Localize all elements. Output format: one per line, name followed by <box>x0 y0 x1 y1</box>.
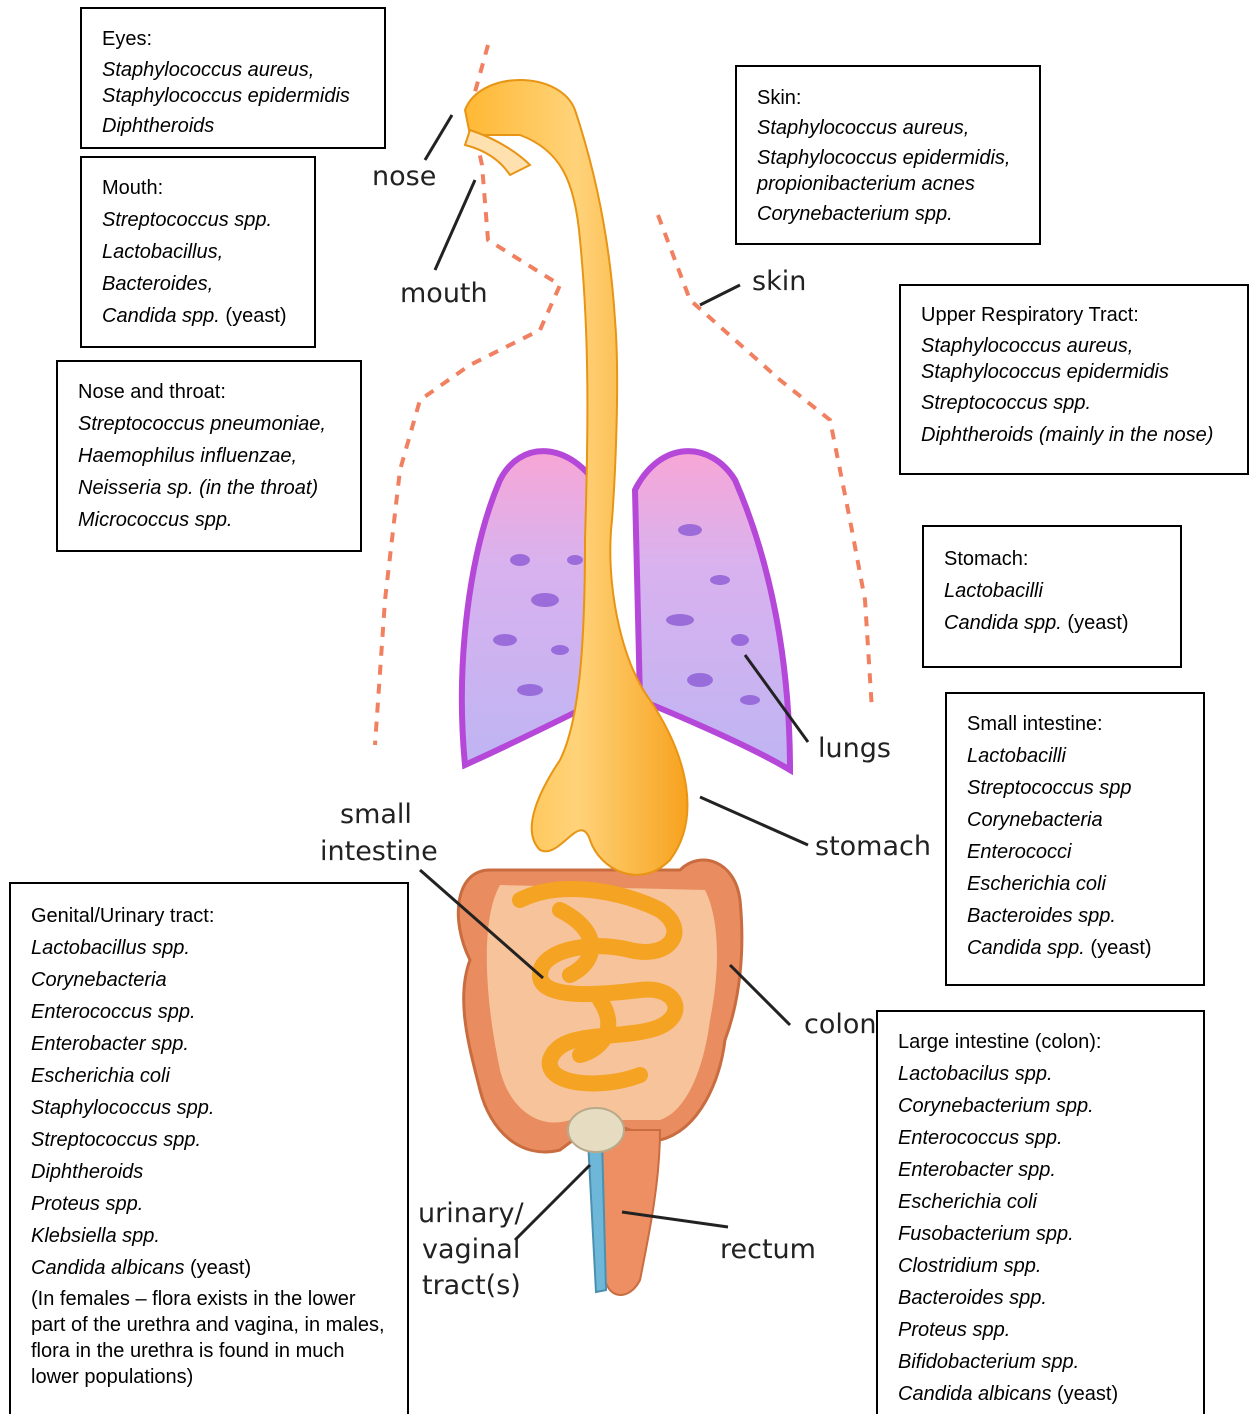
large-int-item: Enterobacter spp. <box>898 1154 1183 1186</box>
genital-item: Streptococcus spp. <box>31 1124 387 1156</box>
large-int-item: Fusobacterium spp. <box>898 1218 1183 1250</box>
genital-item: Corynebacteria <box>31 964 387 996</box>
nose-throat-item: Micrococcus spp. <box>78 504 340 536</box>
label-nose: nose <box>372 161 436 192</box>
skin-box: Skin: Staphylococcus aureus, Staphylococ… <box>735 65 1041 245</box>
genital-last-plain: (yeast) <box>184 1257 251 1279</box>
genital-item: Escherichia coli <box>31 1060 387 1092</box>
upper-resp-item: Diphtheroids (mainly in the nose) <box>921 420 1227 450</box>
mouth-item: Lactobacillus, <box>102 236 294 268</box>
nose-throat-box: Nose and throat: Streptococcus pneumonia… <box>56 360 362 552</box>
label-urinary: urinary/ <box>418 1198 524 1229</box>
upper-resp-title: Upper Respiratory Tract: <box>921 300 1227 330</box>
label-rectum: rectum <box>720 1234 816 1265</box>
large-int-item: Enterococcus spp. <box>898 1122 1183 1154</box>
small-int-item: Streptococcus spp <box>967 772 1183 804</box>
genital-item: Enterococcus spp. <box>31 996 387 1028</box>
label-skin: skin <box>752 266 806 297</box>
label-lungs: lungs <box>818 733 891 764</box>
stomach-last-italic: Candida spp. <box>944 612 1062 634</box>
eyes-item: Staphylococcus epidermidis <box>102 84 364 109</box>
small-int-item: Escherichia coli <box>967 868 1183 900</box>
label-colon: colon <box>804 1009 877 1040</box>
large-int-item: Escherichia coli <box>898 1186 1183 1218</box>
skin-item: Staphylococcus epidermidis, <box>757 143 1019 173</box>
mouth-title: Mouth: <box>102 172 294 204</box>
mouth-box: Mouth: Streptococcus spp. Lactobacillus,… <box>80 156 316 348</box>
genital-item: Diphtheroids <box>31 1156 387 1188</box>
label-vaginal: vaginal <box>422 1234 520 1265</box>
label-mouth: mouth <box>400 278 488 309</box>
upper-resp-item: Streptococcus spp. <box>921 388 1227 418</box>
genital-title: Genital/Urinary tract: <box>31 900 387 932</box>
mouth-last-italic: Candida spp. <box>102 305 220 327</box>
small-int-item: Bacteroides spp. <box>967 900 1183 932</box>
upper-respiratory-box: Upper Respiratory Tract: Staphylococcus … <box>899 284 1249 475</box>
large-int-item: Clostridium spp. <box>898 1250 1183 1282</box>
nose-throat-item: Haemophilus influenzae, <box>78 440 340 472</box>
genital-last-italic: Candida albicans <box>31 1257 184 1279</box>
label-intestine: intestine <box>320 836 438 867</box>
stomach-box: Stomach: Lactobacilli Candida spp. (yeas… <box>922 525 1182 668</box>
genital-urinary-box: Genital/Urinary tract: Lactobacillus spp… <box>9 882 409 1414</box>
nose-throat-item: Neisseria sp. (in the throat) <box>78 472 340 504</box>
small-int-item: Lactobacilli <box>967 740 1183 772</box>
small-int-last-italic: Candida spp. <box>967 937 1085 959</box>
nose-throat-title: Nose and throat: <box>78 376 340 408</box>
stomach-item-last: Candida spp. (yeast) <box>944 607 1160 639</box>
mouth-item: Bacteroides, <box>102 268 294 300</box>
large-int-last-italic: Candida albicans <box>898 1383 1051 1405</box>
genital-item: Lactobacillus spp. <box>31 932 387 964</box>
label-stomach: stomach <box>815 831 931 862</box>
eyes-box: Eyes: Staphylococcus aureus, Staphylococ… <box>80 7 386 149</box>
small-intestine-box: Small intestine: Lactobacilli Streptococ… <box>945 692 1205 986</box>
large-int-item: Bacteroides spp. <box>898 1282 1183 1314</box>
large-int-item: Lactobacilus spp. <box>898 1058 1183 1090</box>
small-int-last-plain: (yeast) <box>1085 937 1152 959</box>
small-int-item: Corynebacteria <box>967 804 1183 836</box>
mouth-item-last: Candida spp. (yeast) <box>102 300 294 332</box>
large-int-item: Corynebacterium spp. <box>898 1090 1183 1122</box>
skin-item: Corynebacterium spp. <box>757 199 1019 229</box>
genital-item: Proteus spp. <box>31 1188 387 1220</box>
genital-note: (In females – flora exists in the lower … <box>31 1286 387 1390</box>
genital-item-last: Candida albicans (yeast) <box>31 1252 387 1284</box>
mouth-item: Streptococcus spp. <box>102 204 294 236</box>
large-int-item: Proteus spp. <box>898 1314 1183 1346</box>
genital-item: Staphylococcus spp. <box>31 1092 387 1124</box>
skin-item: propionibacterium acnes <box>757 173 1019 195</box>
genital-item: Enterobacter spp. <box>31 1028 387 1060</box>
skin-title: Skin: <box>757 83 1019 113</box>
upper-resp-item: Staphylococcus aureus, <box>921 332 1227 360</box>
small-int-item: Enterococci <box>967 836 1183 868</box>
stomach-item: Lactobacilli <box>944 575 1160 607</box>
mouth-last-plain: (yeast) <box>220 305 287 327</box>
stomach-title: Stomach: <box>944 543 1160 575</box>
large-int-item-last: Candida albicans (yeast) <box>898 1378 1183 1410</box>
upper-resp-item: Staphylococcus epidermidis <box>921 360 1227 384</box>
eyes-item: Diphtheroids <box>102 112 364 141</box>
large-int-last-plain: (yeast) <box>1051 1383 1118 1405</box>
eyes-item: Staphylococcus aureus, <box>102 57 364 84</box>
small-int-title: Small intestine: <box>967 708 1183 740</box>
eyes-title: Eyes: <box>102 25 364 54</box>
genital-item: Klebsiella spp. <box>31 1220 387 1252</box>
small-int-item-last: Candida spp. (yeast) <box>967 932 1183 964</box>
skin-item: Staphylococcus aureus, <box>757 113 1019 143</box>
large-int-title: Large intestine (colon): <box>898 1026 1183 1058</box>
large-intestine-box: Large intestine (colon): Lactobacilus sp… <box>876 1010 1205 1414</box>
label-small: small <box>340 799 412 830</box>
large-int-item: Bifidobacterium spp. <box>898 1346 1183 1378</box>
nose-throat-item: Streptococcus pneumoniae, <box>78 408 340 440</box>
stomach-last-plain: (yeast) <box>1062 612 1129 634</box>
label-tracts: tract(s) <box>422 1270 521 1301</box>
